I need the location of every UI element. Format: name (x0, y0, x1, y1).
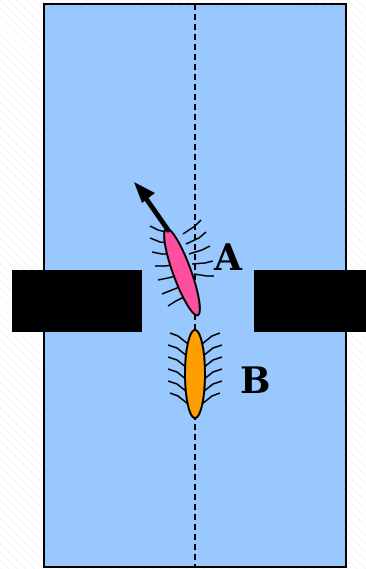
cell-b (167, 329, 223, 419)
cell-a (149, 219, 214, 317)
label-cell-b: B (240, 360, 270, 402)
right-barrier (254, 270, 366, 332)
label-cell-a: A (213, 237, 243, 279)
cell-b-body (184, 329, 206, 419)
cell-b-cilia (167, 332, 223, 405)
left-barrier (12, 270, 142, 332)
arrow-up-left-icon (134, 182, 171, 233)
